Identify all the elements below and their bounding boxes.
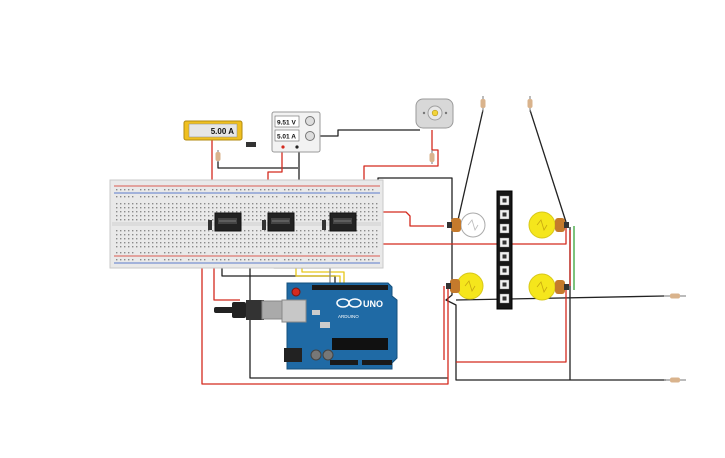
ps-terminal-red[interactable] <box>281 145 285 149</box>
wire-black-bus <box>445 230 666 381</box>
diode-2[interactable] <box>262 220 266 230</box>
ammeter-lead <box>246 142 256 147</box>
wire-red-loop <box>201 230 449 385</box>
power-supply[interactable]: 9.51 V 5.01 A <box>271 111 321 153</box>
wire-red-right-bottom <box>456 290 567 363</box>
led-strip-icon[interactable] <box>496 190 513 310</box>
resistor-icon[interactable] <box>215 150 221 162</box>
wire-red-motor <box>363 130 439 186</box>
led-cells <box>499 195 510 304</box>
relay-1[interactable] <box>214 212 242 232</box>
arduino-logo-icon <box>336 298 362 308</box>
atmega-chip <box>332 338 388 350</box>
relay-2[interactable] <box>267 212 295 232</box>
wire-black-diag-r <box>529 109 567 223</box>
bulb-icon[interactable] <box>446 272 484 300</box>
header-bottom-right <box>362 360 392 365</box>
ammeter[interactable]: 5.00 A <box>183 120 243 141</box>
ps-terminal-black[interactable] <box>295 145 299 149</box>
bulb-icon[interactable] <box>528 211 569 239</box>
bulb-icon[interactable] <box>447 212 486 238</box>
diode-3[interactable] <box>322 220 326 230</box>
wire-black-strip-right <box>455 295 665 301</box>
resistor-icon[interactable] <box>664 377 686 383</box>
ps-voltage-knob[interactable] <box>305 116 315 126</box>
usb-plug-icon[interactable] <box>214 300 295 320</box>
wires <box>200 109 666 385</box>
dc-motor-icon[interactable] <box>415 98 454 129</box>
relay-3[interactable] <box>329 212 357 232</box>
arduino-uno[interactable]: UNO ARDUINO <box>281 282 398 370</box>
wire-black-top <box>377 177 453 230</box>
wire-black-diag-l <box>457 109 484 221</box>
ammeter-reading: 5.00 A <box>211 127 234 136</box>
resistor-icon[interactable] <box>480 96 486 112</box>
header-bottom-left <box>330 360 358 365</box>
wire-black-ammeter <box>217 156 298 169</box>
diode-1[interactable] <box>208 220 212 230</box>
ps-voltage: 9.51 V <box>277 120 296 127</box>
resistor-icon[interactable] <box>664 293 686 299</box>
resistor-icon[interactable] <box>527 96 533 112</box>
wire-red-uno <box>213 262 240 301</box>
wire-red-bulbs <box>380 228 567 245</box>
arduino-brand: ARDUINO <box>338 314 359 319</box>
resistor-icon[interactable] <box>429 150 435 164</box>
ps-current: 5.01 A <box>277 134 296 141</box>
header-top <box>312 285 388 290</box>
reset-button[interactable] <box>291 287 301 297</box>
arduino-model: UNO <box>363 299 383 309</box>
ps-current-knob[interactable] <box>305 131 315 141</box>
bulb-icon[interactable] <box>528 273 569 301</box>
